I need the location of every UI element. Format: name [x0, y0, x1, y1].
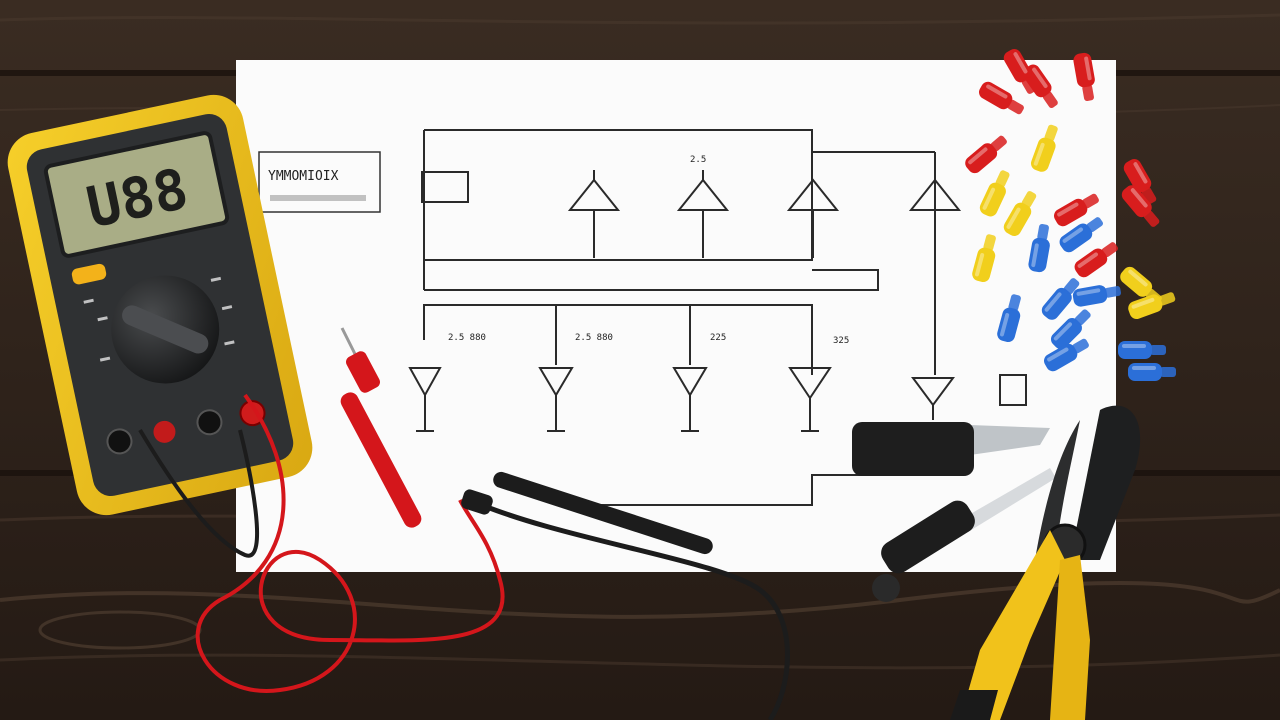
- connector-icon: [1123, 159, 1157, 204]
- connector-icon: [1072, 285, 1121, 307]
- connector-icon: [972, 234, 996, 283]
- title-block: [258, 151, 381, 213]
- connector-icon: [1044, 338, 1089, 372]
- ground-marks: [416, 430, 819, 432]
- connector-icon: [1041, 278, 1080, 320]
- connector-icon: [979, 81, 1024, 115]
- label-3: 225: [710, 333, 726, 343]
- label-1: 2.5 880: [448, 333, 486, 343]
- connector-icon: [997, 294, 1021, 343]
- label-4: 325: [833, 336, 849, 346]
- label-2: 2.5 880: [575, 333, 613, 343]
- screwdriver-icon: [852, 422, 1056, 602]
- probe-icon: [138, 327, 790, 720]
- connector-icon: [979, 170, 1010, 217]
- lcd-screen: [43, 131, 230, 258]
- connector-icon: [1050, 309, 1091, 350]
- schematic-sheet: YMMOMIOIX 2.5 880 2.5 880 225 325 2.5: [236, 60, 1116, 572]
- connector-icon: [1128, 292, 1176, 320]
- connector-icon: [1073, 52, 1095, 101]
- crimp-terminals: [965, 49, 1176, 381]
- connector-icon: [1003, 49, 1037, 94]
- connector-icon: [1003, 191, 1037, 236]
- multimeter-icon: U88: [7, 94, 313, 516]
- connector-icon: [1121, 185, 1160, 227]
- label-5: 2.5: [690, 155, 706, 165]
- connector-icon: [965, 135, 1007, 174]
- connector-icon: [1059, 217, 1103, 253]
- hold-button: [71, 263, 107, 285]
- connector-icon: [1054, 193, 1099, 227]
- connector-icon: [1028, 224, 1050, 273]
- title-block-text: YMMOMIOIX: [268, 169, 339, 184]
- connector-icon: [1128, 363, 1176, 381]
- pliers-icon: [950, 405, 1141, 720]
- circuit-lines: [408, 129, 1027, 506]
- connector-icon: [1074, 242, 1118, 278]
- connector-icon: [1118, 341, 1166, 359]
- connector-icon: [1030, 124, 1058, 172]
